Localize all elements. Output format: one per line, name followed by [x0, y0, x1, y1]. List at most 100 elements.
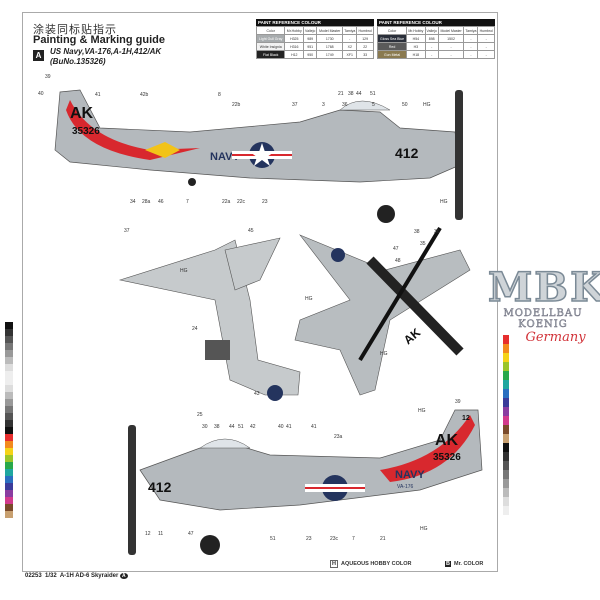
top-plan-view: AK: [294, 226, 471, 396]
callout-number: 51: [238, 424, 244, 430]
paint-vallejo: -: [424, 50, 439, 59]
calibration-swatch: [5, 371, 13, 378]
version-description: US Navy,VA-176,A-1H,412/AK (BuNo.135326): [50, 47, 161, 67]
calibration-swatch: [5, 441, 13, 448]
callout-number: 42: [250, 424, 256, 430]
calibration-swatch: [503, 488, 509, 497]
calibration-swatch: [5, 497, 13, 504]
callout-number: 51: [270, 536, 276, 542]
color-calibration-strip-left: [5, 322, 13, 518]
paint-humbrol: 33: [356, 50, 374, 59]
calibration-swatch: [503, 389, 509, 398]
bottom-tail-code: AK: [435, 432, 459, 449]
side-view-right-profile: 412 AK 35326 NAVY VA-176 12: [128, 409, 483, 555]
calibration-swatch: [5, 448, 13, 455]
footer-version-badge: A: [119, 573, 128, 579]
logo-country: Germany: [525, 330, 586, 345]
callout-number: 11: [158, 531, 163, 537]
calibration-swatch: [5, 350, 13, 357]
bottom-unit: VA-176: [397, 484, 414, 490]
callout-number: 21: [338, 91, 344, 97]
callout-number: 5: [372, 102, 375, 108]
red-stripe: [66, 100, 200, 160]
product-code: 02253: [25, 573, 42, 579]
paint-vallejo: 950: [303, 50, 318, 59]
calibration-swatch: [5, 392, 13, 399]
national-insignia: [232, 142, 292, 168]
callout-number: 37: [124, 228, 130, 234]
callout-number: HG: [440, 199, 448, 205]
callout-number: 40: [38, 91, 44, 97]
callout-number: 39: [455, 399, 461, 405]
calibration-swatch: [5, 434, 13, 441]
callout-number: 22b: [232, 102, 241, 108]
callout-number: 7: [186, 199, 189, 205]
callout-number: 23c: [330, 536, 339, 542]
bottom-navy: NAVY: [395, 469, 425, 481]
calibration-swatch: [503, 407, 509, 416]
color-calibration-strip-right: [503, 335, 509, 515]
callout-number: 44: [229, 424, 235, 430]
propeller: [455, 90, 463, 220]
bottom-modex: 412: [148, 479, 172, 495]
product-name: A-1H AD-6 Skyraider: [59, 573, 119, 579]
paint-tamiya: -: [463, 50, 479, 59]
callout-number: 46: [158, 199, 164, 205]
callout-number: HG: [418, 408, 426, 414]
calibration-swatch: [503, 452, 509, 461]
callout-number: 22a: [222, 199, 231, 205]
callout-number: HG: [380, 351, 388, 357]
callout-number: 23: [262, 199, 268, 205]
calibration-swatch: [503, 371, 509, 380]
callout-number: 41: [286, 424, 292, 430]
footer-product: 02253 1/32 A-1H AD-6 Skyraider A: [25, 573, 128, 579]
callout-number: 22c: [237, 199, 246, 205]
callout-number: 48: [395, 258, 401, 264]
calibration-swatch: [5, 420, 13, 427]
callout-number: 40: [278, 424, 284, 430]
legend-hobby-label: AQUEOUS HOBBY COLOR: [340, 561, 412, 567]
calibration-swatch: [503, 470, 509, 479]
calibration-swatch: [503, 416, 509, 425]
paint-table-title: PAINT REFERENCE COLOUR: [256, 19, 374, 26]
tiger-stripe: [145, 142, 180, 158]
bottom-serial: 35326: [433, 452, 461, 463]
callout-number: 8: [218, 92, 221, 98]
title-chinese: 涂装同标贴指示: [33, 24, 117, 36]
callout-number: 38: [348, 91, 354, 97]
calibration-swatch: [5, 469, 13, 476]
tail-code-text: AK: [70, 105, 94, 122]
version-line-2: (BuNo.135326): [50, 57, 106, 66]
calibration-swatch: [5, 504, 13, 511]
callout-number: 23: [306, 536, 312, 542]
title-english: Painting & Marking guide: [33, 34, 166, 46]
callout-number: HG: [420, 526, 428, 532]
color-swatch: Gun Metal: [376, 50, 408, 59]
calibration-swatch: [5, 399, 13, 406]
paint-tamiya: XF1: [342, 50, 358, 59]
callout-number: HG: [305, 296, 313, 302]
callout-number: 41: [311, 424, 317, 430]
callout-number: 44: [356, 91, 362, 97]
callout-number: 50: [402, 102, 408, 108]
calibration-swatch: [5, 378, 13, 385]
calibration-swatch: [5, 427, 13, 434]
callout-number: 43: [254, 391, 260, 397]
calibration-swatch: [503, 443, 509, 452]
callout-number: 38: [214, 424, 220, 430]
color-swatch: Flat Black: [255, 50, 286, 59]
callout-number: 3: [322, 102, 325, 108]
calibration-swatch: [5, 483, 13, 490]
calibration-swatch: [5, 336, 13, 343]
callout-number: 47: [393, 246, 399, 252]
callout-number: 25: [197, 412, 203, 418]
underside-plan-view: [118, 237, 301, 401]
calibration-swatch: [5, 357, 13, 364]
callout-number: 45: [248, 228, 254, 234]
paint-humbrol: -: [477, 50, 495, 59]
